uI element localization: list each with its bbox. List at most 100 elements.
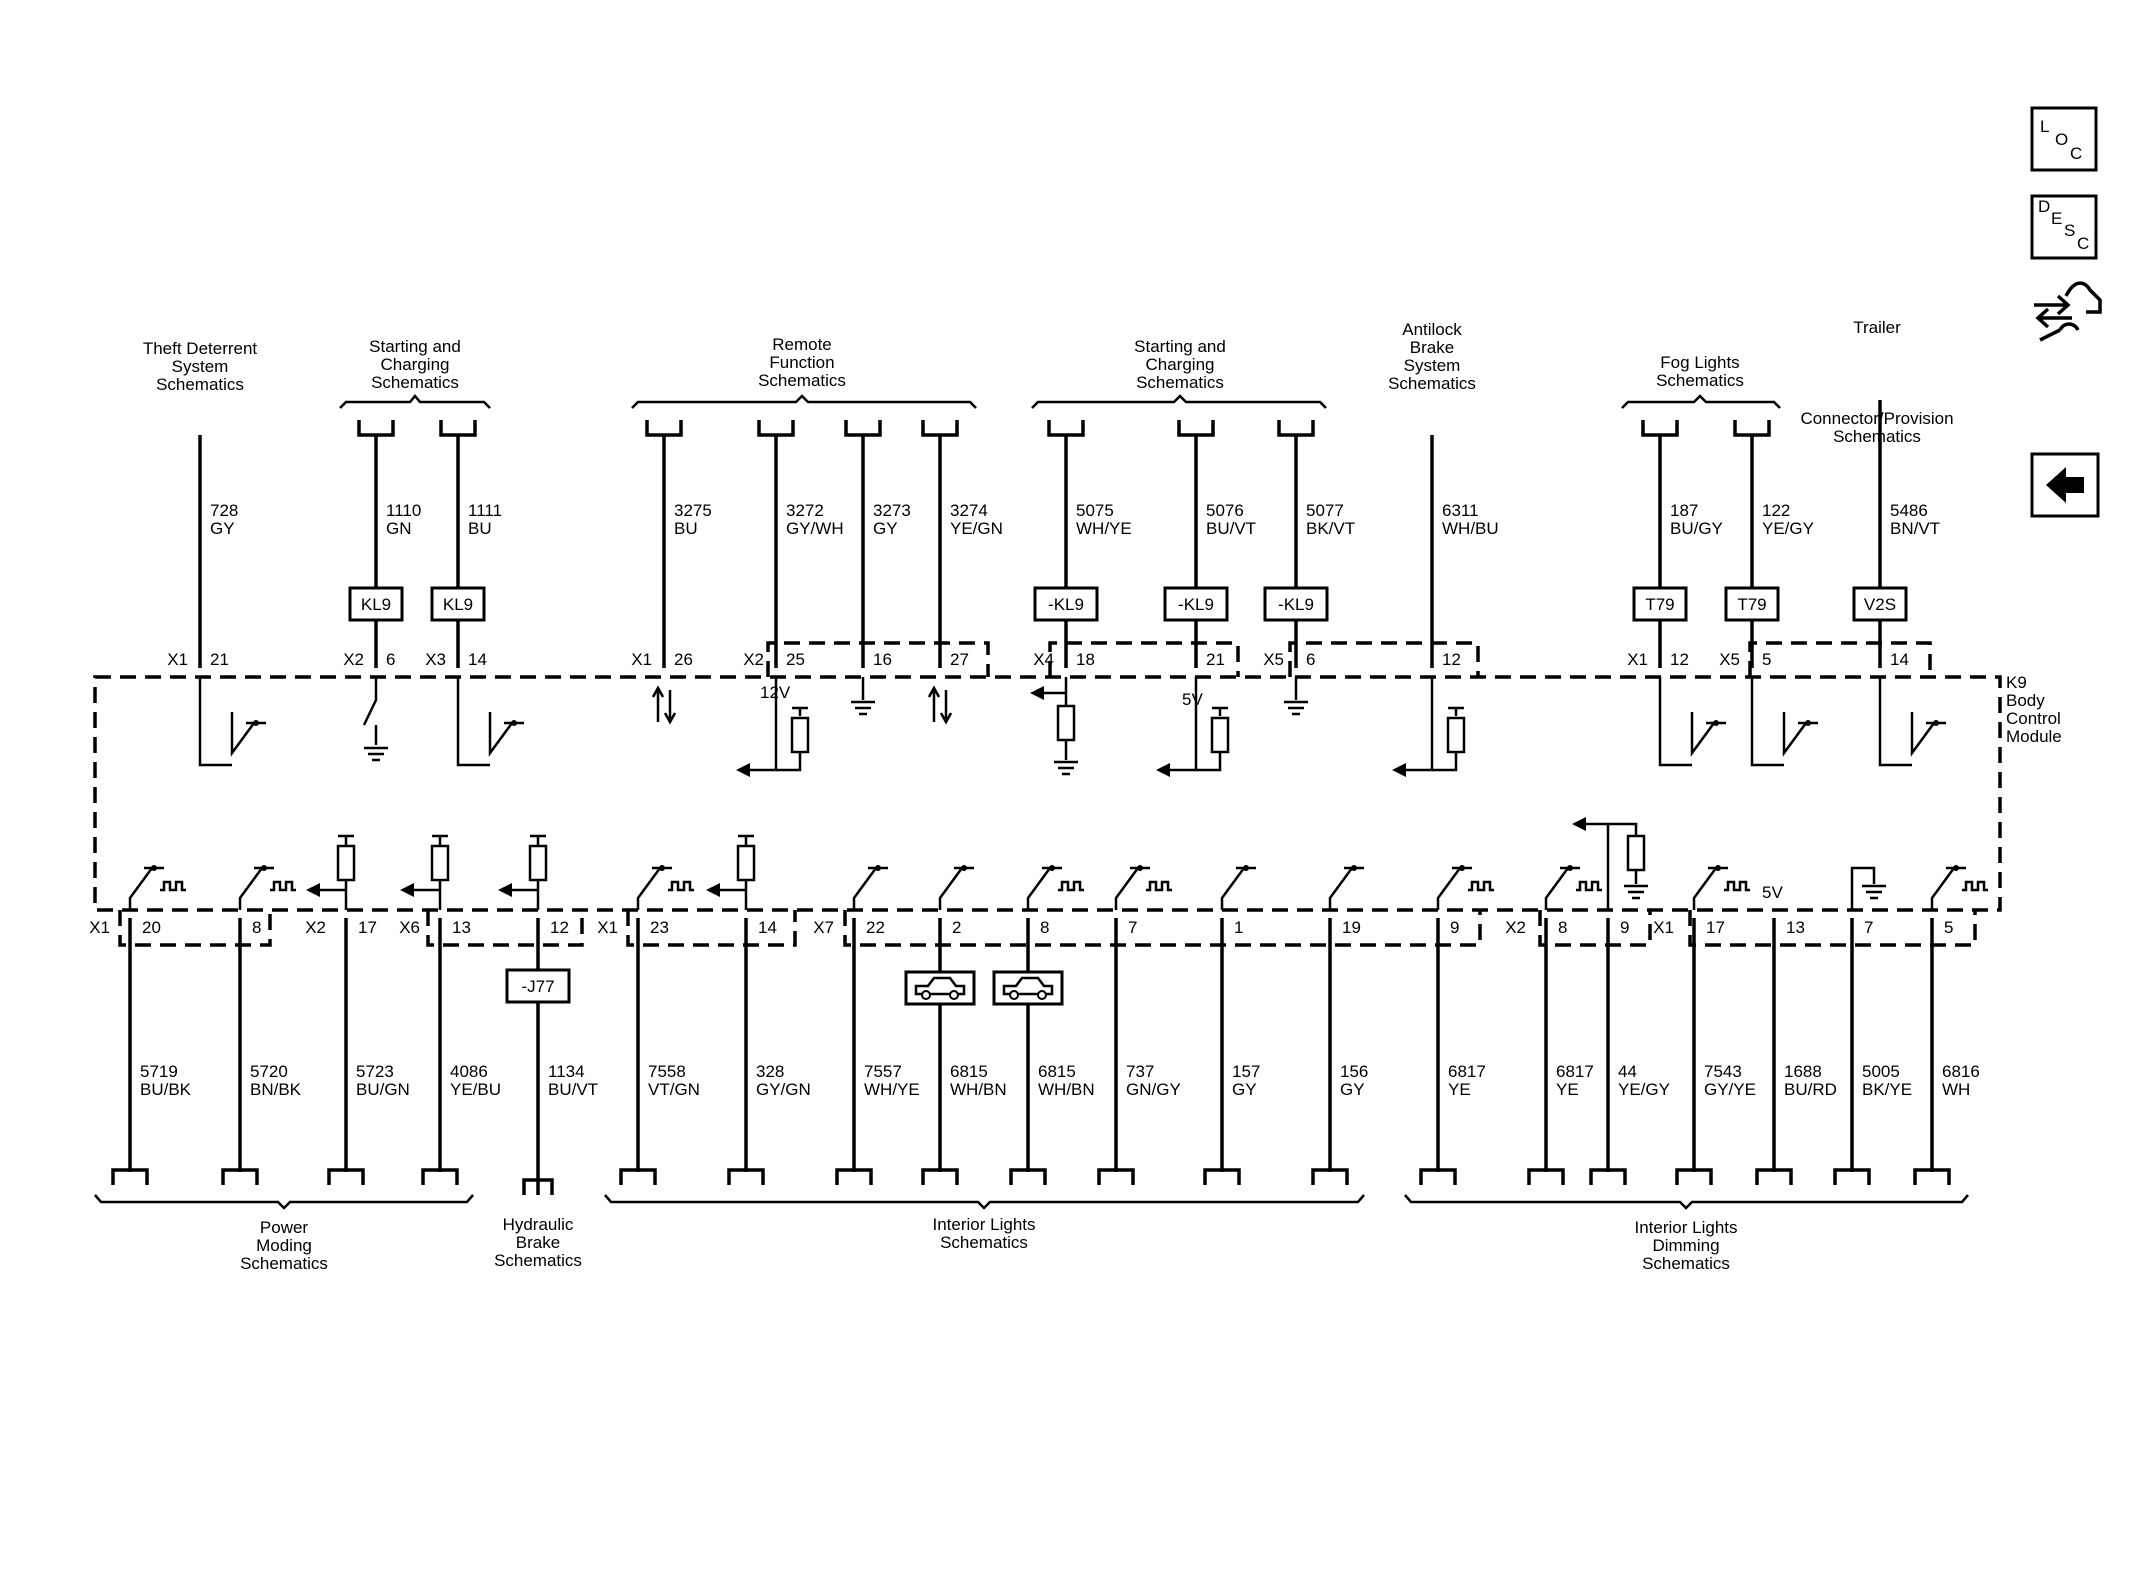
loc-button[interactable]: L O C	[2030, 106, 2098, 172]
loc-letter: L	[2040, 117, 2049, 136]
circuit-number: 5486	[1890, 501, 1928, 520]
top-internal	[736, 677, 810, 777]
pin-number: 1	[1234, 918, 1243, 937]
splice-nkl9[interactable]: -KL9	[1263, 586, 1329, 622]
connector-id: X1	[167, 650, 188, 669]
pin-number: 5	[1762, 650, 1771, 669]
wire-color: GN/GY	[1126, 1080, 1181, 1099]
svg-text:Schematics: Schematics	[371, 373, 459, 392]
bottom-internal	[1436, 865, 1494, 910]
desc-button[interactable]: D E S C	[2030, 194, 2098, 260]
circuit-number: 3274	[950, 501, 988, 520]
pin-number: 14	[468, 650, 487, 669]
wire-color: GY	[873, 519, 898, 538]
svg-text:Charging: Charging	[1146, 355, 1215, 374]
circuit-number: 1110	[386, 501, 421, 520]
svg-text:Brake: Brake	[516, 1233, 560, 1252]
top-internal	[198, 677, 266, 767]
top-group-theft-deterrent[interactable]: Theft Deterrent System Schematics	[143, 339, 258, 394]
bottom-group-interior-lights-dimming[interactable]: Interior Lights Dimming Schematics	[1635, 1218, 1738, 1273]
circuit-number: 5075	[1076, 501, 1114, 520]
bottom-internal	[238, 865, 296, 910]
bottom-group-power-moding[interactable]: Power Moding Schematics	[240, 1218, 328, 1273]
circuit-number: 5719	[140, 1062, 178, 1081]
splice-kl9[interactable]: KL9	[348, 586, 404, 622]
svg-text:System: System	[172, 357, 229, 376]
pin-number: 21	[1206, 650, 1225, 669]
bottom-group-interior-lights[interactable]: Interior Lights Schematics	[933, 1215, 1036, 1252]
splice-t79[interactable]: T79	[1724, 586, 1780, 622]
repair-procedure-button[interactable]	[2034, 281, 2102, 342]
splice-nkl9[interactable]: -KL9	[1033, 586, 1099, 622]
wire-color: YE	[1448, 1080, 1471, 1099]
top-group-starting-charging-1[interactable]: Starting and Charging Schematics	[369, 337, 461, 392]
module-boundary	[93, 675, 2002, 912]
svg-text:Module: Module	[2006, 727, 2062, 746]
pin-number: 17	[1706, 918, 1725, 937]
top-group-remote-function[interactable]: Remote Function Schematics	[758, 335, 846, 390]
wire-color: GY/YE	[1704, 1080, 1756, 1099]
splice-v2s[interactable]: V2S	[1852, 586, 1908, 622]
splice-j77[interactable]: -J77	[505, 968, 571, 1004]
top-group-fog-lights[interactable]: Fog Lights Schematics	[1656, 353, 1744, 390]
connector-id: X2	[1505, 918, 1526, 937]
svg-text:System: System	[1404, 356, 1461, 375]
top-group-antilock-brake[interactable]: Antilock Brake System Schematics	[1388, 320, 1476, 393]
splice-nkl9-label: -KL9	[1278, 595, 1314, 614]
back-button[interactable]	[2030, 452, 2100, 518]
bottom-internal	[306, 834, 356, 910]
wire-color: GY	[210, 519, 235, 538]
svg-text:Starting and: Starting and	[1134, 337, 1226, 356]
splice-kl9[interactable]: KL9	[430, 586, 486, 622]
top-internal	[1658, 677, 1726, 767]
pin-number: 12	[1442, 650, 1461, 669]
svg-text:Schematics: Schematics	[1833, 427, 1921, 446]
circuit-number: 3275	[674, 501, 712, 520]
splice-t79[interactable]: T79	[1632, 586, 1688, 622]
bottom-group-hydraulic-brake[interactable]: Hydraulic Brake Schematics	[494, 1215, 582, 1270]
desc-letter: C	[2077, 234, 2089, 253]
top-group-trailer[interactable]: Trailer Connector/Provision Schematics	[1800, 318, 1953, 446]
pin-number: 14	[1890, 650, 1909, 669]
top-group-starting-charging-2[interactable]: Starting and Charging Schematics	[1134, 337, 1226, 392]
splice-nkl9[interactable]: -KL9	[1163, 586, 1229, 622]
wire-color: GY	[1340, 1080, 1365, 1099]
top-internal	[1878, 677, 1946, 767]
